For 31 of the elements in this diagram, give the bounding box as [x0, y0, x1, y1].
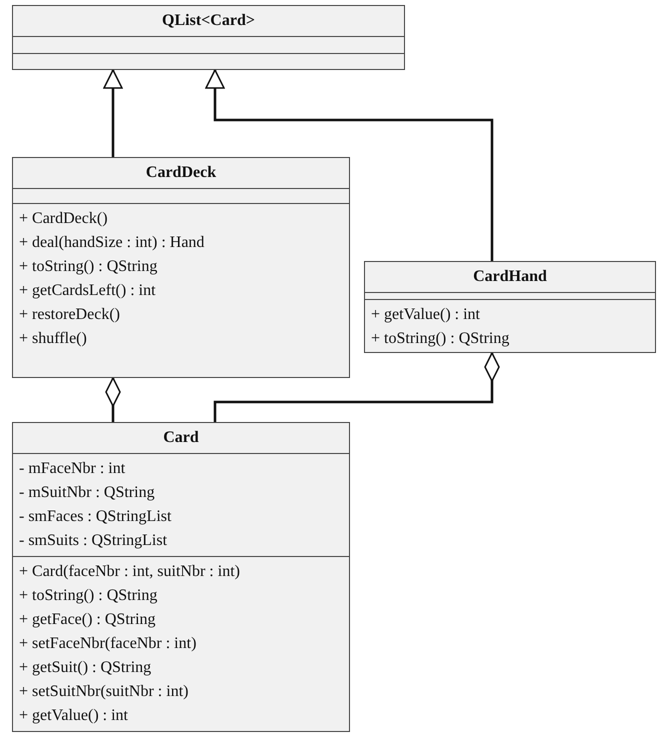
method-text: + getFace() : QString [19, 610, 156, 630]
class-box [12, 5, 405, 70]
method-text: + Card(faceNbr : int, suitNbr : int) [19, 562, 240, 582]
method-text: + CardDeck() [19, 209, 108, 229]
inheritance-arrow [103, 69, 123, 157]
attribute-text: - mFaceNbr : int [19, 459, 126, 479]
method-text: + getValue() : int [371, 305, 480, 325]
attribute-text: - smSuits : QStringList [19, 531, 168, 551]
method-text: + toString() : QString [19, 257, 158, 277]
class-name: Card [163, 429, 199, 446]
method-text: + setSuitNbr(suitNbr : int) [19, 682, 188, 702]
method-text: + shuffle() [19, 329, 87, 349]
method-text: + getSuit() : QString [19, 658, 152, 678]
method-text: + toString() : QString [371, 329, 510, 349]
class-box [12, 422, 350, 732]
attribute-text: - mSuitNbr : QString [19, 483, 155, 503]
method-text: + restoreDeck() [19, 305, 120, 325]
class-box [12, 157, 350, 378]
attribute-text: - smFaces : QStringList [19, 507, 172, 527]
aggregation-connector [105, 377, 121, 422]
class-name: QList<Card> [162, 12, 255, 29]
method-text: + getCardsLeft() : int [19, 281, 156, 301]
method-text: + setFaceNbr(faceNbr : int) [19, 634, 196, 654]
inheritance-arrow [205, 69, 494, 261]
class-name: CardDeck [146, 164, 216, 181]
method-text: + deal(handSize : int) : Hand [19, 233, 204, 253]
method-text: + getValue() : int [19, 706, 128, 726]
class-box [364, 261, 656, 353]
method-text: + toString() : QString [19, 586, 158, 606]
aggregation-connector [214, 352, 500, 422]
class-name: CardHand [473, 268, 547, 285]
